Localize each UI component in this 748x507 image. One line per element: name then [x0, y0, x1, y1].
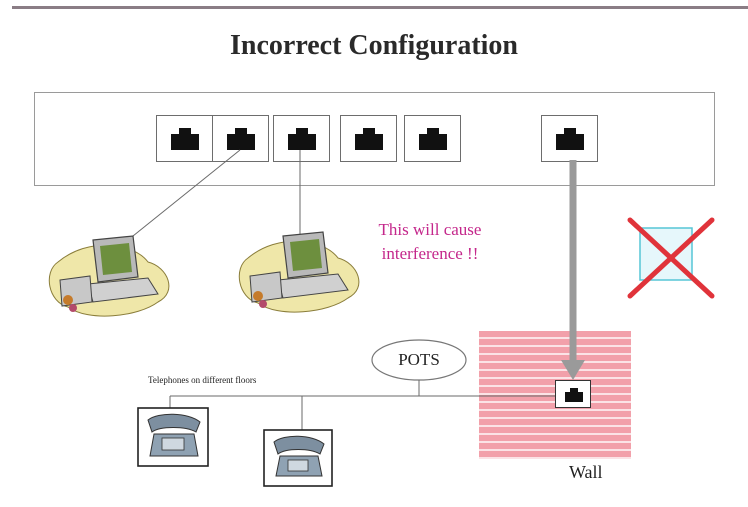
ethernet-port-icon	[419, 128, 447, 150]
computer-workstation-icon	[238, 231, 360, 313]
telephone-icon	[137, 407, 209, 467]
red-x-icon	[627, 217, 715, 299]
switch-port-2	[212, 115, 269, 162]
ethernet-port-icon	[565, 388, 583, 402]
computer-workstation-icon	[48, 235, 170, 317]
wall-jack	[555, 380, 591, 408]
callout-line-1: This will cause	[378, 220, 482, 239]
pots-label: POTS	[398, 350, 440, 369]
switch-port-5	[404, 115, 461, 162]
ethernet-port-icon	[288, 128, 316, 150]
wall-label: Wall	[569, 462, 603, 482]
down-arrow	[561, 160, 585, 380]
top-divider	[12, 6, 748, 9]
phones-caption: Telephones on different floors	[148, 375, 257, 385]
callout-line-2: interference !!	[381, 244, 479, 263]
switch-port-4	[340, 115, 397, 162]
interference-callout: This will cause interference !!	[345, 218, 515, 266]
switch-port-3	[273, 115, 330, 162]
ethernet-port-icon	[355, 128, 383, 150]
ethernet-port-icon	[227, 128, 255, 150]
slide-title: Incorrect Configuration	[230, 30, 518, 61]
ethernet-port-icon	[171, 128, 199, 150]
telephone-icon	[263, 429, 333, 487]
ethernet-port-icon	[556, 128, 584, 150]
cable-line	[127, 149, 241, 241]
switch-uplink-port	[541, 115, 598, 162]
